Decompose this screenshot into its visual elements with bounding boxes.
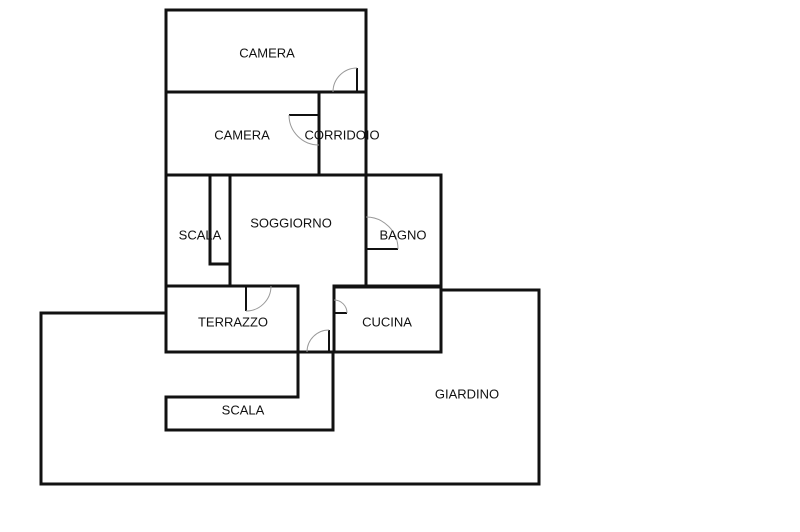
label-camera-bottom: CAMERA: [214, 127, 270, 142]
door-camera-top: [332, 67, 358, 93]
room-scala-lower[interactable]: [164, 350, 335, 432]
room-cucina[interactable]: [332, 285, 443, 354]
label-cucina: CUCINA: [362, 314, 412, 329]
label-bagno: BAGNO: [380, 227, 427, 242]
room-terrazzo[interactable]: [164, 284, 300, 354]
label-giardino: GIARDINO: [435, 386, 499, 401]
door-terrazzo: [245, 285, 272, 312]
door-entrance: [306, 329, 330, 353]
label-soggiorno: SOGGIORNO: [250, 215, 332, 230]
label-scala-upper: SCALA: [179, 227, 222, 242]
door-camera-bottom: [288, 114, 320, 146]
label-camera-top: CAMERA: [239, 45, 295, 60]
label-corridoio: CORRIDOIO: [304, 127, 379, 142]
door-bagno: [365, 216, 399, 250]
label-terrazzo: TERRAZZO: [198, 314, 268, 329]
label-scala-lower: SCALA: [222, 402, 265, 417]
door-cucina: [333, 299, 348, 314]
